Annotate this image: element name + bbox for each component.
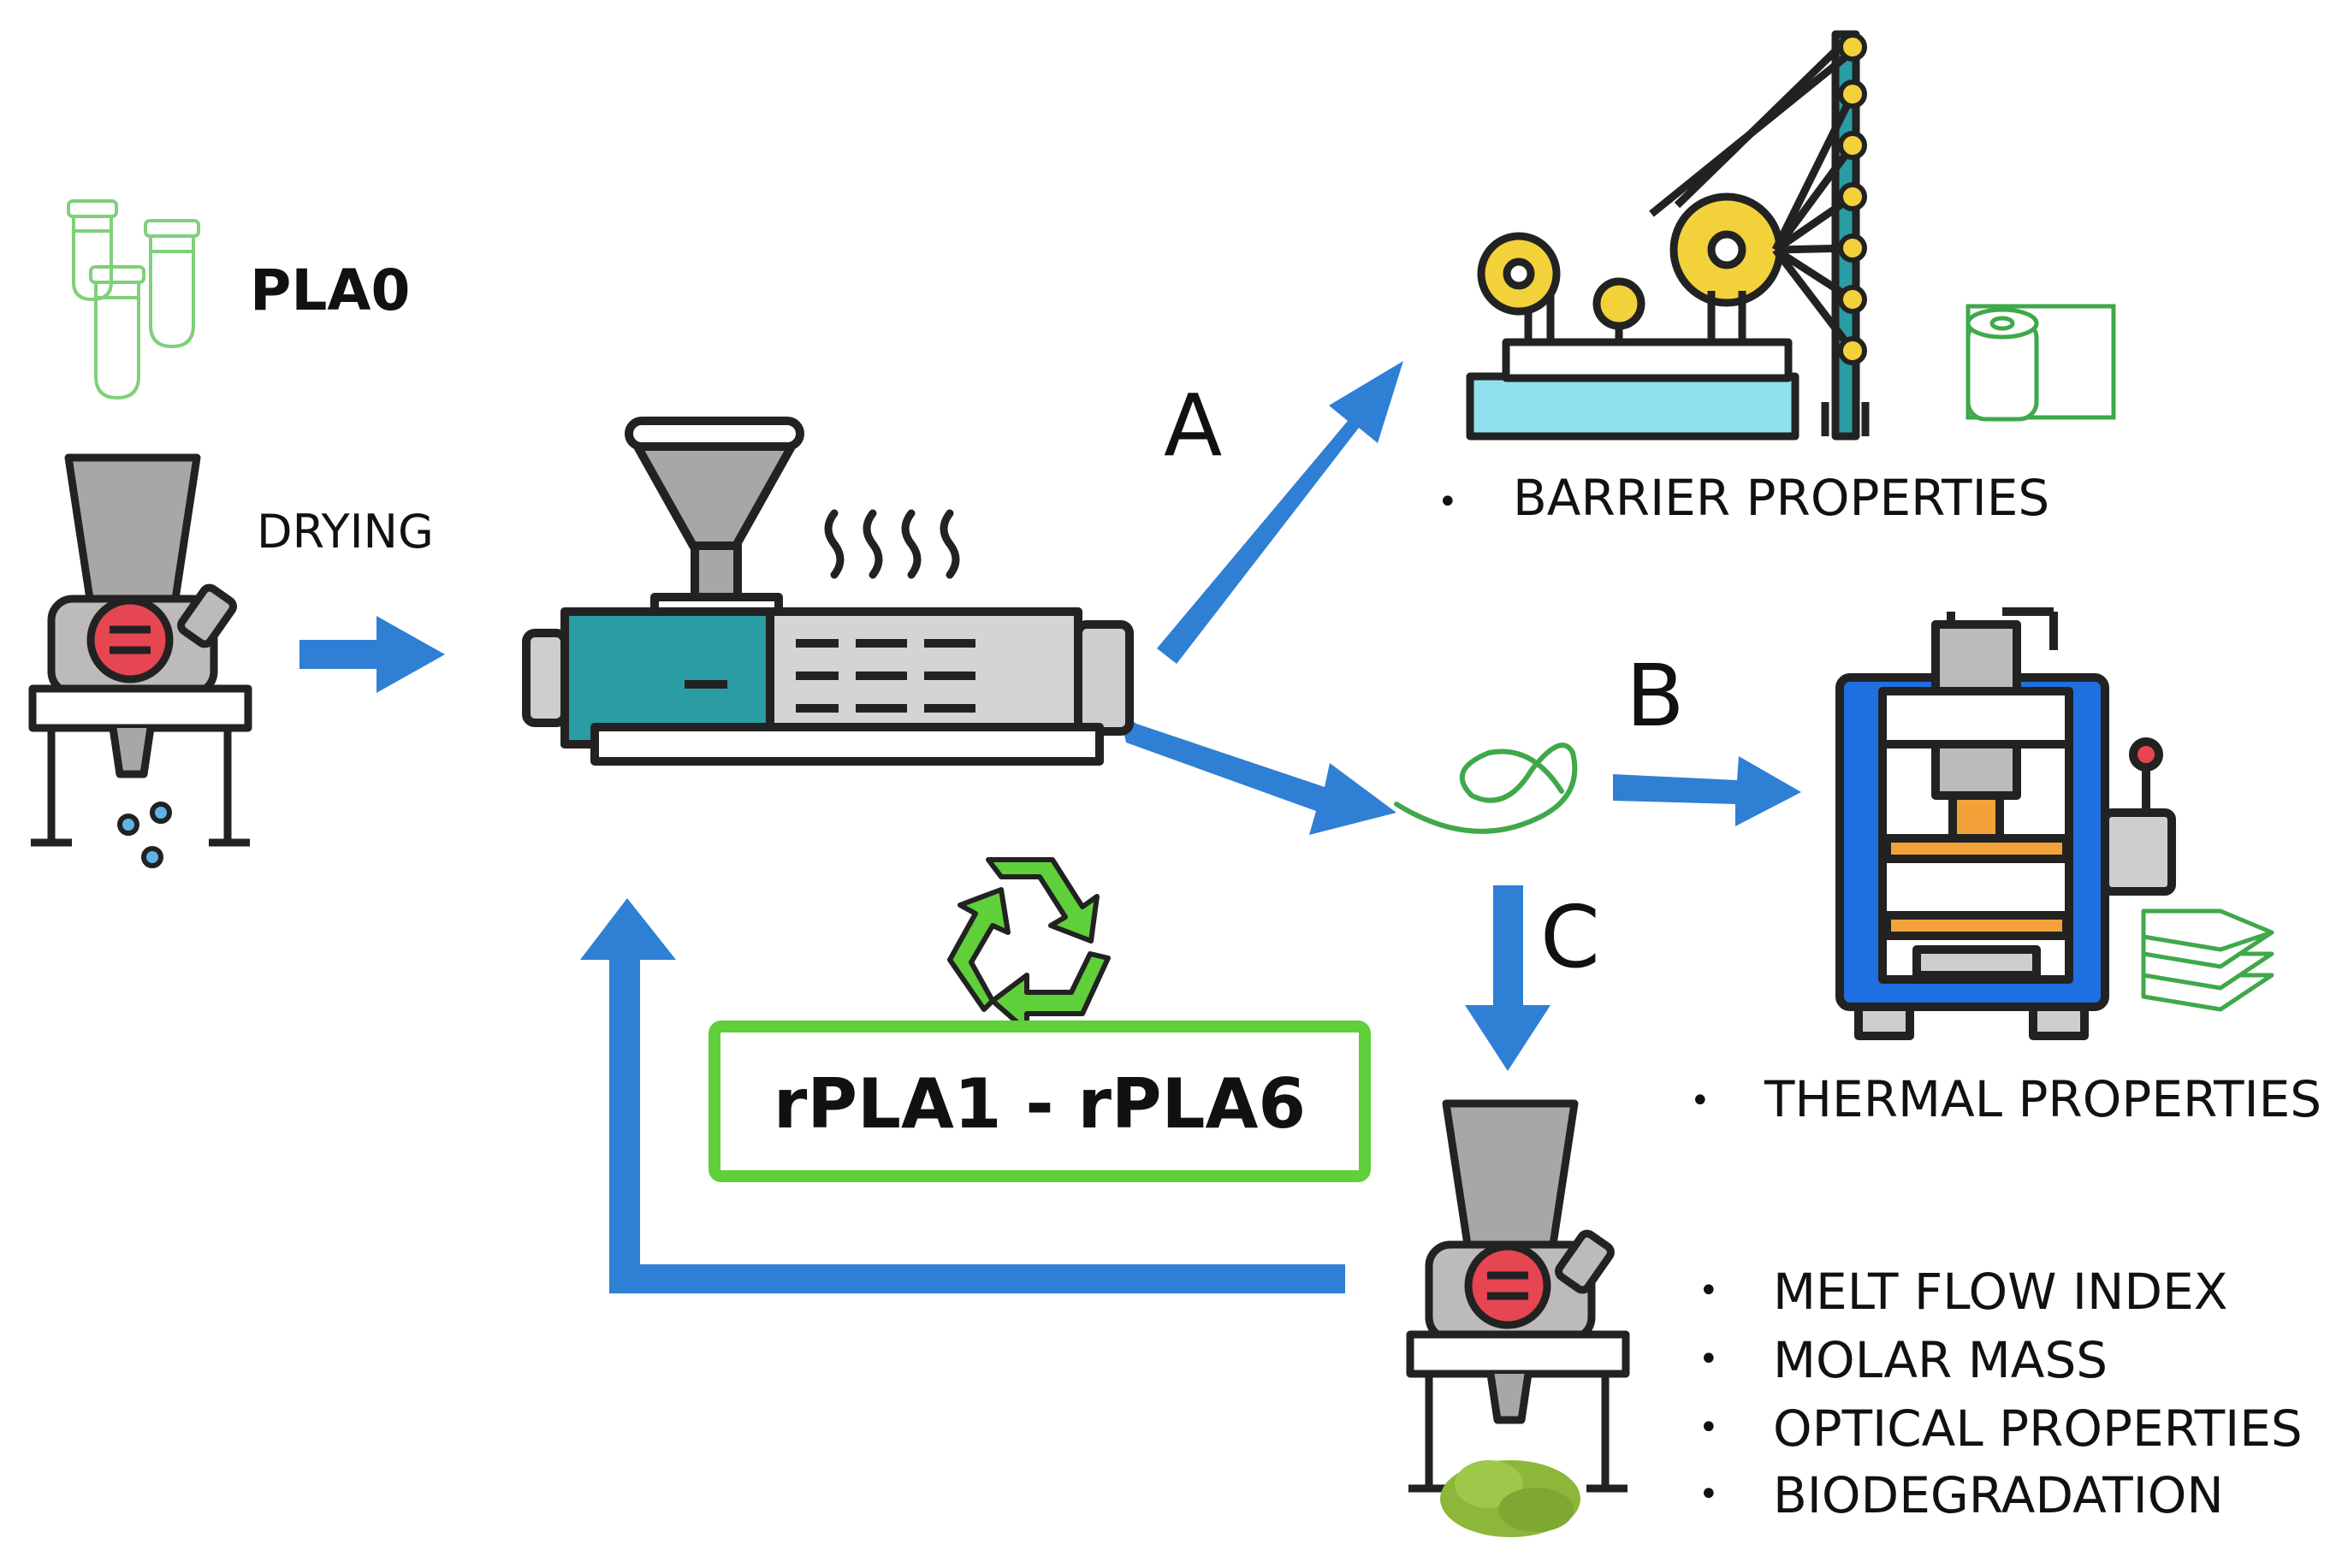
heat-waves-icon — [824, 509, 960, 579]
route-c-label: C — [1540, 887, 1600, 987]
property-molar-mass: MOLAR MASS — [1773, 1331, 2108, 1389]
bottle-preform-icon — [67, 199, 200, 400]
arrow-drying-to-extruder — [299, 616, 445, 693]
route-a-label: A — [1164, 376, 1222, 476]
drying-label: DRYING — [257, 505, 434, 559]
hydraulic-press-icon — [1835, 607, 2176, 1040]
route-b-label: B — [1626, 646, 1685, 746]
bullet: • — [1699, 1271, 1719, 1311]
film-roll-icon — [1966, 304, 2116, 422]
property-melt-flow-index: MELT FLOW INDEX — [1773, 1263, 2227, 1321]
property-optical: OPTICAL PROPERTIES — [1773, 1399, 2303, 1458]
arrow-route-a — [1157, 361, 1403, 664]
arrow-route-c — [1465, 885, 1550, 1071]
arrow-recycle-return — [580, 898, 1345, 1293]
property-thermal: THERMAL PROPERTIES — [1764, 1070, 2321, 1128]
filament-icon — [1394, 743, 1578, 834]
grinder-icon — [1406, 1099, 1630, 1493]
pellets-icon — [117, 802, 172, 868]
property-barrier: BARRIER PROPERTIES — [1513, 469, 2049, 527]
sheet-stack-icon — [2141, 908, 2274, 1012]
recycled-range-label: rPLA1 - rPLA6 — [774, 1064, 1306, 1144]
bullet: • — [1438, 482, 1458, 522]
grinder-icon — [28, 453, 252, 847]
bullet: • — [1699, 1408, 1719, 1447]
bullet: • — [1690, 1081, 1711, 1121]
powder-icon — [1440, 1460, 1580, 1537]
property-biodegradation: BIODEGRADATION — [1773, 1466, 2224, 1524]
extruder-icon — [522, 417, 1134, 766]
film-blowing-icon — [1466, 30, 1870, 441]
bullet: • — [1699, 1475, 1719, 1514]
bullet: • — [1699, 1340, 1719, 1379]
arrow-route-b — [1613, 756, 1801, 826]
arrow-extruder-to-filament — [1119, 712, 1396, 835]
recycled-range-box — [709, 1021, 1371, 1182]
virgin-material-label: PLA0 — [250, 257, 410, 323]
recycle-icon — [947, 857, 1111, 1033]
flow-arrows — [299, 361, 1801, 1293]
